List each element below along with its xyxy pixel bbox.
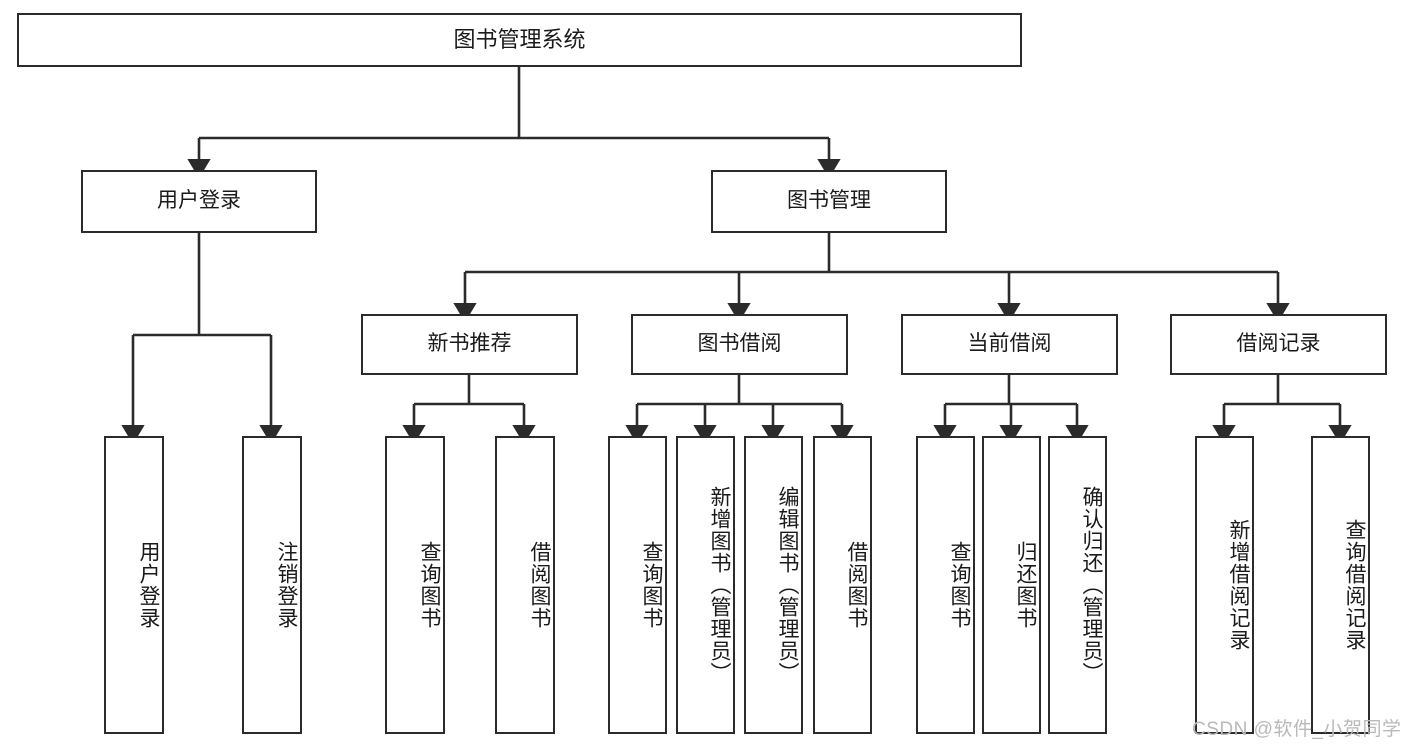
node-label: 查询图书	[640, 541, 663, 629]
node-label: 新增借阅记录	[1227, 519, 1250, 651]
node-label: 借阅图书	[845, 541, 868, 629]
leaf-borrow-query-book[interactable]: 查询图书	[608, 436, 667, 734]
leaf-borrow-add-book-admin[interactable]: 新增图书（管理员）	[676, 436, 735, 734]
node-label: 当前借阅	[967, 332, 1052, 356]
leaf-record-add-borrow-record[interactable]: 新增借阅记录	[1195, 436, 1254, 734]
node-borrow-record[interactable]: 借阅记录	[1170, 314, 1387, 375]
node-label: 借阅图书	[528, 541, 551, 629]
node-label: 归还图书	[1014, 541, 1037, 629]
leaf-borrow-borrow-book[interactable]: 借阅图书	[813, 436, 872, 734]
node-label: 查询图书	[418, 541, 441, 629]
leaf-recommend-query-book[interactable]: 查询图书	[385, 436, 445, 734]
node-user-login[interactable]: 用户登录	[81, 170, 317, 233]
node-label: 新书推荐	[427, 332, 512, 356]
node-book-borrow[interactable]: 图书借阅	[631, 314, 848, 375]
node-label: 注销登录	[275, 541, 298, 629]
leaf-user-login-logout[interactable]: 注销登录	[242, 436, 302, 734]
node-label: 图书借阅	[697, 332, 782, 356]
node-label: 编辑图书（管理员）	[776, 486, 799, 684]
csdn-watermark: CSDN @软件_小贺同学	[1192, 719, 1402, 740]
node-label: 借阅记录	[1236, 332, 1321, 356]
node-label: 查询借阅记录	[1343, 519, 1366, 651]
node-label: 新增图书（管理员）	[708, 486, 731, 684]
leaf-current-confirm-return-admin[interactable]: 确认归还（管理员）	[1048, 436, 1107, 734]
node-root-book-management-system[interactable]: 图书管理系统	[17, 13, 1022, 67]
node-current-borrow[interactable]: 当前借阅	[901, 314, 1118, 375]
leaf-borrow-edit-book-admin[interactable]: 编辑图书（管理员）	[744, 436, 803, 734]
node-label: 确认归还（管理员）	[1080, 486, 1103, 684]
leaf-user-login-login[interactable]: 用户登录	[104, 436, 164, 734]
node-label: 图书管理	[787, 189, 871, 213]
node-label: 图书管理系统	[453, 27, 586, 53]
leaf-record-query-borrow-record[interactable]: 查询借阅记录	[1311, 436, 1370, 734]
node-new-book-recommend[interactable]: 新书推荐	[361, 314, 578, 375]
node-book-management[interactable]: 图书管理	[711, 170, 947, 233]
node-label: 用户登录	[157, 189, 241, 213]
leaf-recommend-borrow-book[interactable]: 借阅图书	[495, 436, 555, 734]
node-label: 查询图书	[948, 541, 971, 629]
leaf-current-query-book[interactable]: 查询图书	[916, 436, 975, 734]
leaf-current-return-book[interactable]: 归还图书	[982, 436, 1041, 734]
node-label: 用户登录	[137, 541, 160, 629]
